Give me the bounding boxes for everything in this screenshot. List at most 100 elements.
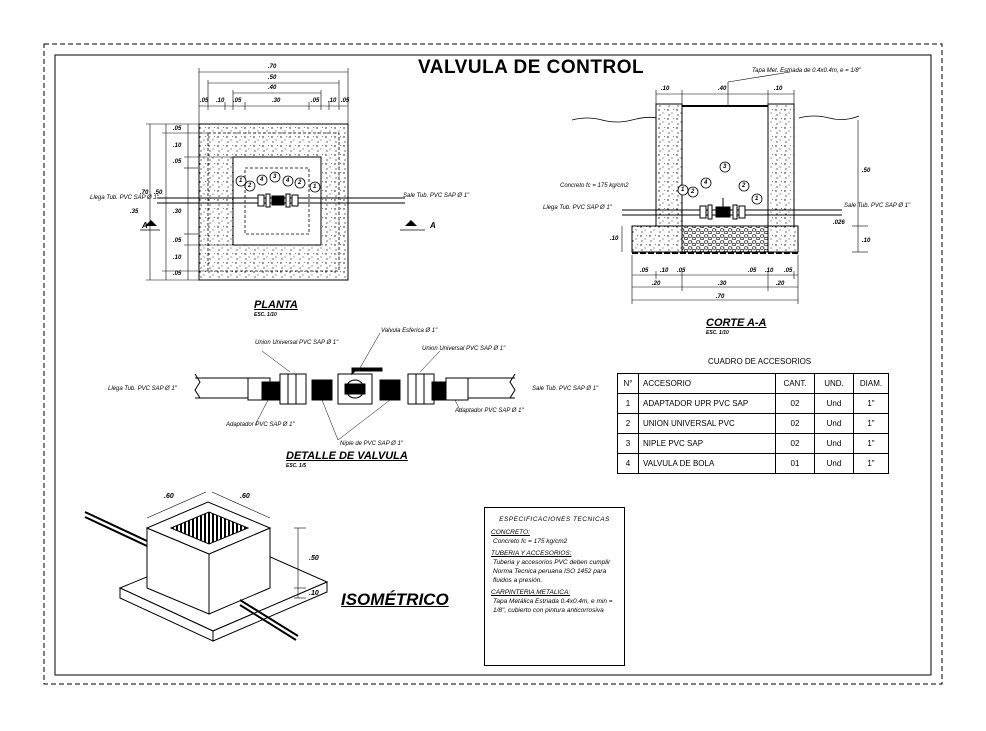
specs-carpinteria-title: CARPINTERIA METALICA: <box>491 589 571 597</box>
table-row: 1 ADAPTADOR UPR PVC SAP 02 Und 1" <box>617 393 889 414</box>
planta-callout-2: 2 <box>248 183 252 189</box>
table-cell: Und <box>814 393 854 414</box>
specs-carpinteria-text: Tapa Metálica Estriada 0.4x0.4m, e min =… <box>493 598 613 614</box>
detalle-union-right-label: Union Universal PVC SAP Ø 1" <box>422 346 506 352</box>
table-cell: VALVULA DE BOLA <box>638 453 776 474</box>
table-cell: Und <box>814 433 854 454</box>
planta-dim-left-outer-1: .50 <box>154 190 163 196</box>
planta-dim-left-2: .10 <box>173 143 182 149</box>
table-cell: 3 <box>617 433 639 454</box>
corte-callout-4: 3 <box>723 164 727 170</box>
corte-dim-bottom2-2: .30 <box>718 281 727 287</box>
corte-scale: ESC. 1/10 <box>706 330 729 336</box>
planta-dim-top-1: .70 <box>268 64 277 70</box>
planta-dim-seg-2: .10 <box>216 98 225 104</box>
specs-tuberia-text: Tuberia y accesorios PVC deben cumplir N… <box>493 559 611 584</box>
planta-dim-top-3: .40 <box>268 85 277 91</box>
corte-dim-bottom-3: .05 <box>677 268 686 274</box>
planta-drawing <box>140 68 425 281</box>
corte-dim-bottom-2: .10 <box>660 268 669 274</box>
planta-callout-6: 2 <box>298 180 302 186</box>
planta-dim-left-7: .05 <box>173 271 182 277</box>
planta-section-mark-right: A <box>430 221 436 230</box>
detalle-union-left-label: Union Universal PVC SAP Ø 1" <box>255 340 339 346</box>
isometric-drawing <box>84 491 329 642</box>
iso-dim-h: .50 <box>309 555 319 562</box>
table-cell: 1" <box>853 453 889 474</box>
planta-section-mark-left: A <box>142 221 148 230</box>
planta-dim-top-2: .50 <box>268 75 277 81</box>
table-header-cell: ACCESORIO <box>638 373 776 394</box>
corte-drawing <box>571 71 868 304</box>
table-cell: 1 <box>617 393 639 414</box>
table-cell: Und <box>814 453 854 474</box>
table-cell: Und <box>814 413 854 434</box>
corte-concreto-label: Concreto fc = 175 kg/cm2 <box>560 183 629 189</box>
table-header-cell: UND. <box>814 373 854 394</box>
table-row: 2 UNION UNIVERSAL PVC 02 Und 1" <box>617 413 889 434</box>
detalle-valve-label: Valvula Esferica Ø 1" <box>381 328 438 334</box>
corte-dim-top-1: .10 <box>661 86 670 92</box>
detalle-drawing <box>194 332 516 441</box>
planta-dim-left-4: .30 <box>173 209 182 215</box>
corte-dim-bottom-5: .10 <box>765 268 774 274</box>
planta-dim-left-3: .05 <box>173 159 182 165</box>
detalle-label: DETALLE DE VALVULA <box>286 450 408 462</box>
table-cell: 1" <box>853 433 889 454</box>
table-cell: 02 <box>775 393 815 414</box>
corte-dim-top-2: .40 <box>718 86 727 92</box>
corte-dim-bottom2-1: .20 <box>652 281 661 287</box>
table-header-cell: DIAM. <box>853 373 889 394</box>
accessories-table: N° ACCESORIO CANT. UND. DIAM. 1 ADAPTADO… <box>617 373 889 474</box>
corte-dim-bottom2-3: .20 <box>776 281 785 287</box>
outer-border <box>43 43 943 685</box>
planta-callout-7: 1 <box>313 184 317 190</box>
detalle-niple-label: Niple de PVC SAP Ø 1" <box>340 441 403 447</box>
table-cell: 02 <box>775 413 815 434</box>
detalle-adapt-left-label: Adaptador PVC SAP Ø 1" <box>226 422 295 428</box>
table-row: 4 VALVULA DE BOLA 01 Und 1" <box>617 453 889 474</box>
planta-dim-seg-4: .30 <box>272 98 281 104</box>
planta-dim-seg-6: .10 <box>328 98 337 104</box>
planta-dim-seg-1: .05 <box>200 98 209 104</box>
detalle-scale: ESC. 1/5 <box>286 463 307 469</box>
specs-concreto-title: CONCRETO: <box>491 528 530 536</box>
corte-callout-2: 2 <box>691 189 695 195</box>
corte-callout-1: 1 <box>681 187 685 193</box>
iso-dim-a: .60 <box>164 493 174 500</box>
table-header-row: N° ACCESORIO CANT. UND. DIAM. <box>617 373 889 394</box>
table-cell: UNION UNIVERSAL PVC <box>638 413 776 434</box>
isometrico-label: ISOMÉTRICO <box>341 590 449 609</box>
planta-callout-3: 4 <box>260 177 264 183</box>
detalle-inflow-label: Llega Tub. PVC SAP Ø 1" <box>108 386 177 392</box>
corte-dim-top-3: .10 <box>774 86 783 92</box>
iso-dim-b: .60 <box>240 493 250 500</box>
specs-tuberia-title: TUBERIA Y ACCESORIOS: <box>491 550 572 558</box>
table-cell: ADAPTADOR UPR PVC SAP <box>638 393 776 414</box>
iso-dim-base: .10 <box>309 590 319 597</box>
specs-title: ESPECIFICACIONES TECNICAS <box>499 516 610 523</box>
table-cell: NIPLE PVC SAP <box>638 433 776 454</box>
planta-inflow-label: Llega Tub. PVC SAP Ø 1" <box>90 195 159 201</box>
planta-label: PLANTA <box>254 299 298 311</box>
planta-callout-1: 1 <box>239 178 243 184</box>
corte-callout-5: 2 <box>742 183 746 189</box>
planta-dim-left-outer-2: .70 <box>140 190 149 196</box>
corte-outflow-label: Sale Tub. PVC SAP Ø 1" <box>844 203 911 209</box>
corte-dim-bottom-4: .05 <box>748 268 757 274</box>
planta-scale: ESC. 1/10 <box>254 312 277 318</box>
table-cell: 02 <box>775 433 815 454</box>
specs-concreto-text: Concreto fc = 175 kg/cm2 <box>493 537 568 545</box>
corte-dim-bottom-6: .05 <box>784 268 793 274</box>
corte-right-026: .026 <box>833 220 845 226</box>
corte-dim-bottom-1: .05 <box>640 268 649 274</box>
corte-tapa-label: Tapa Met. Estriada de 0.4x0.4m, e = 1/8" <box>752 68 861 74</box>
planta-callout-4: 3 <box>273 174 277 180</box>
table-header-cell: CANT. <box>775 373 815 394</box>
table-row: 3 NIPLE PVC SAP 02 Und 1" <box>617 433 889 454</box>
detalle-adapt-right-label: Adaptador PVC SAP Ø 1" <box>455 408 524 414</box>
corte-right-10: .10 <box>862 238 871 244</box>
planta-dim-left-5: .05 <box>173 238 182 244</box>
table-cell: 1" <box>853 413 889 434</box>
